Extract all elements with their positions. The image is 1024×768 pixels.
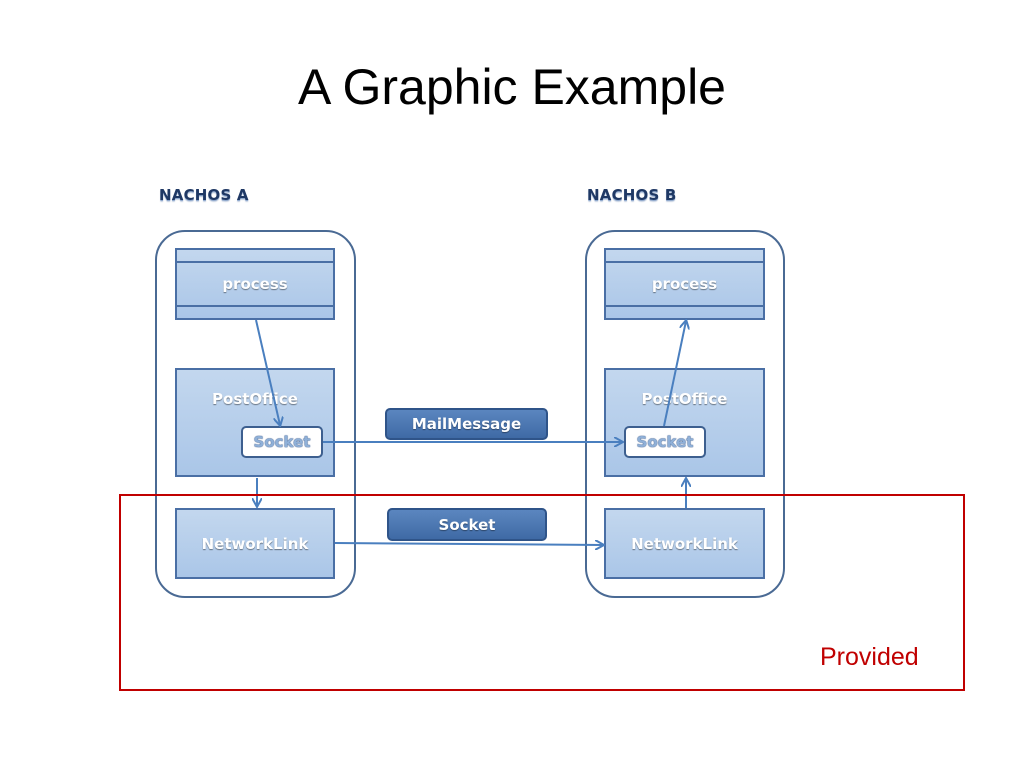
nachos-a-label: NACHOS A [159, 186, 249, 204]
provided-label: Provided [820, 643, 919, 671]
nachos-b-postoffice: PostOffice [604, 368, 765, 477]
nachos-b-socket: Socket [624, 426, 706, 458]
nachos-b-process-label: process [651, 275, 718, 293]
page-title: A Graphic Example [298, 59, 726, 115]
nachos-a-process-label: process [222, 275, 288, 293]
nachos-b-postoffice-label: PostOffice [641, 390, 728, 408]
process-bar-line [606, 305, 763, 307]
nachos-b-process: process [604, 248, 765, 320]
nachos-a-postoffice: PostOffice [175, 368, 335, 477]
socket-link-label: Socket [387, 508, 547, 541]
arrow-networklink-a-to-b [334, 543, 603, 545]
process-bar-line [177, 261, 333, 263]
nachos-b-networklink: NetworkLink [604, 508, 765, 579]
nachos-b-label: NACHOS B [587, 186, 677, 204]
nachos-a-process: process [175, 248, 335, 320]
arrow-socket-b-to-process [663, 321, 686, 427]
process-bar-line [177, 305, 333, 307]
nachos-a-networklink: NetworkLink [175, 508, 335, 579]
nachos-a-postoffice-label: PostOffice [212, 390, 298, 408]
arrow-process-to-socket-a [255, 319, 280, 425]
process-bar-line [606, 261, 763, 263]
provided-region [119, 494, 965, 691]
mail-message-label: MailMessage [385, 408, 548, 440]
